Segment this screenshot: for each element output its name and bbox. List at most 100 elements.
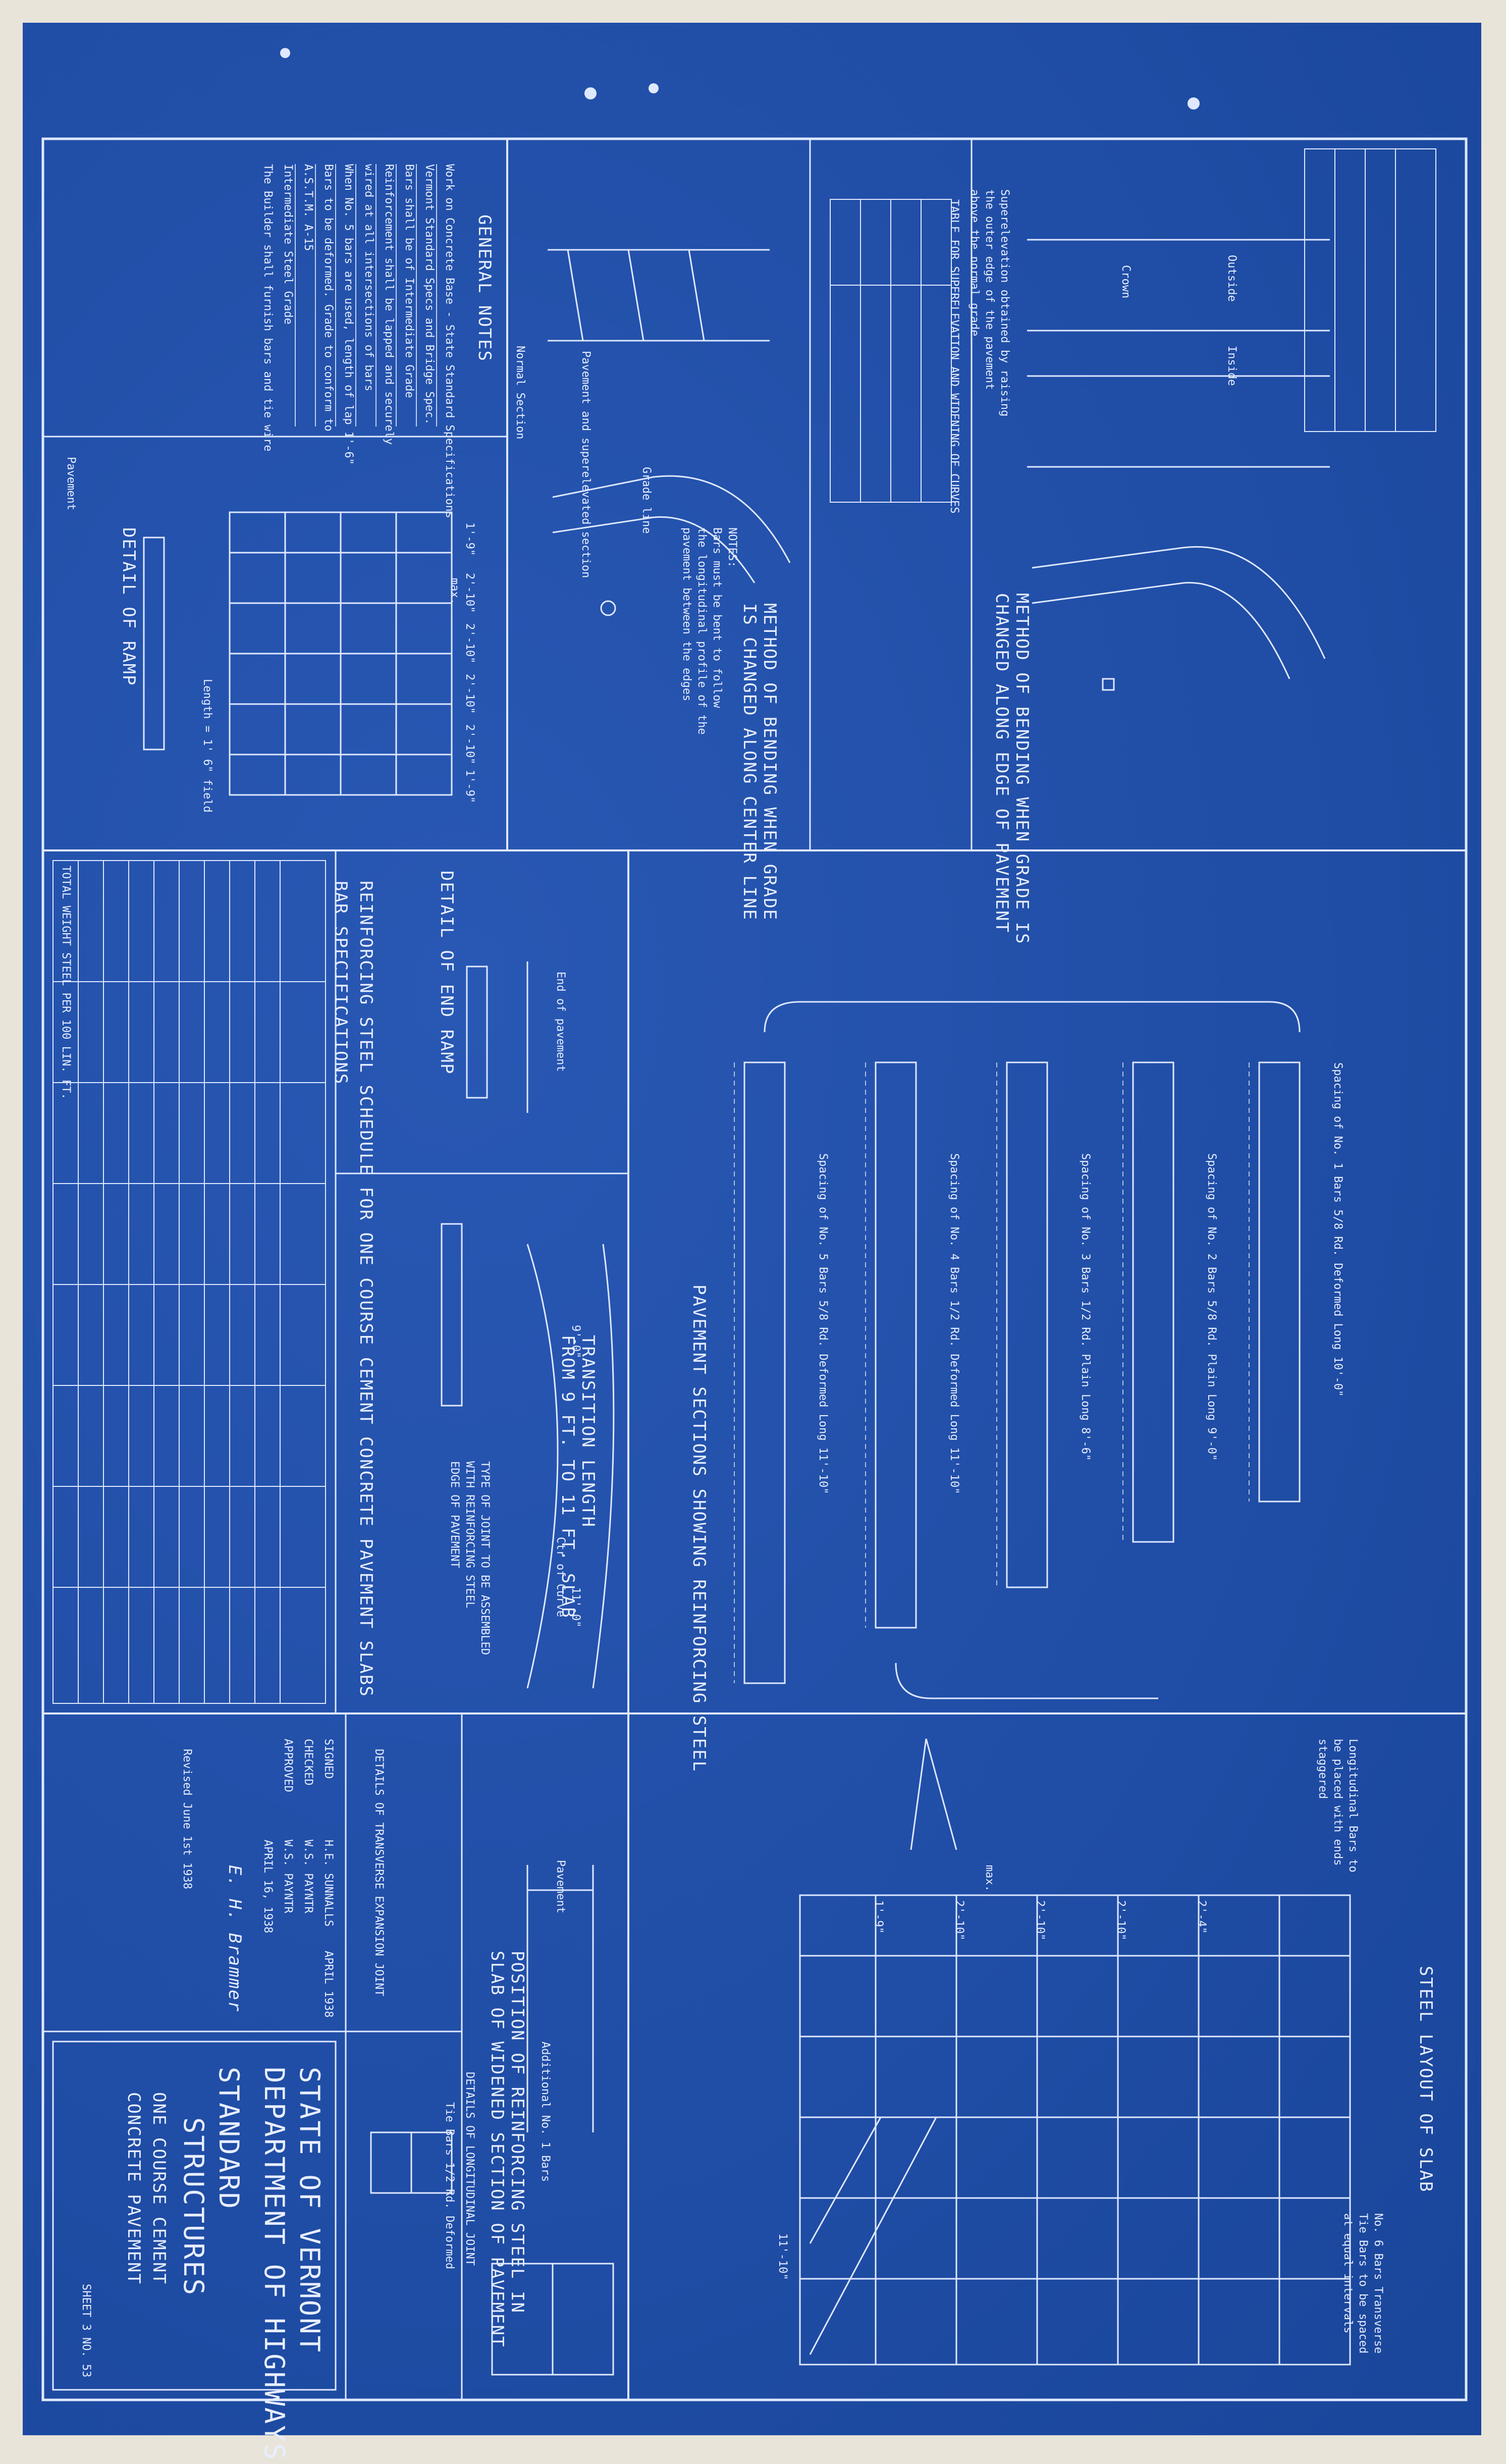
- joint-detail-heading: DETAILS OF TRANSVERSE EXPANSION JOINT: [372, 1749, 385, 1997]
- bar-position-heading: POSITION OF REINFORCING STEEL IN: [507, 1951, 527, 2314]
- layout-dim: 1'-9": [872, 1900, 885, 1934]
- ramp-pavement-label: Pavement: [65, 457, 77, 510]
- general-note-line: When No. 5 bars are used, length of lap …: [342, 164, 355, 465]
- joint-type-label-3: EDGE OF PAVEMENT: [448, 1461, 461, 1568]
- general-note-line: Reinforcement shall be lapped and secure…: [383, 164, 395, 445]
- method-center-note: NOTES:: [726, 527, 738, 568]
- bar-schedule-title: REINFORCING STEEL SCHEDULE FOR ONE COURS…: [356, 881, 376, 1697]
- bar-schedule-total-label: TOTAL WEIGHT STEEL PER 100 LIN. FT.: [60, 866, 72, 1100]
- layout-dim-total: 11'-10": [776, 2233, 789, 2280]
- title-subject-1: ONE COURSE CEMENT: [149, 2092, 169, 2285]
- general-note-line: Vermont Standard Specs and Bridge Spec.: [423, 164, 436, 425]
- section-spacing-label: Spacing of No. 3 Bars 1/2 Rd. Plain Long…: [1079, 1153, 1092, 1461]
- joint-type-label: TYPE OF JOINT TO BE ASSEMBLED: [478, 1461, 491, 1655]
- signed-label: SIGNED: [322, 1739, 335, 1779]
- method-center-heading: METHOD OF BENDING WHEN GRADE: [760, 603, 780, 921]
- joint-type-label-2: WITH REINFORCING STEEL: [463, 1461, 476, 1609]
- general-note-line: wired at all intersections of bars: [362, 164, 375, 392]
- section-spacing-label: Spacing of No. 1 Bars 5/8 Rd. Deformed L…: [1331, 1062, 1344, 1397]
- layout-dim: 2'-4": [1195, 1900, 1208, 1934]
- bar-position-pavement-label: Pavement: [554, 1860, 567, 1913]
- outside-label: Outside: [1225, 255, 1238, 302]
- end-ramp-note: End of pavement: [554, 972, 567, 1072]
- punch-hole: [584, 87, 597, 99]
- pavement-section-label: Pavement and superelevated section: [579, 351, 592, 578]
- general-note-line: Work on Concrete Base - State Standard S…: [443, 164, 456, 518]
- section-spacing-label: Spacing of No. 5 Bars 5/8 Rd. Deformed L…: [817, 1153, 829, 1494]
- steel-layout-heading: STEEL LAYOUT OF SLAB: [1416, 1966, 1436, 2193]
- punch-hole: [280, 48, 290, 58]
- crown-label: Crown: [1119, 265, 1132, 299]
- title-dept: DEPARTMENT OF HIGHWAYS: [258, 2067, 290, 2461]
- layout-note: be placed with ends: [1331, 1739, 1344, 1866]
- date-2: APRIL 16, 1938: [261, 1840, 274, 1934]
- method-center-note: pavement between the edges: [680, 527, 693, 702]
- layout-note: Longitudinal Bars to: [1347, 1739, 1359, 1872]
- method-edge-note: the outer edge of the pavement: [983, 189, 996, 390]
- ramp-dim: 2'-10": [463, 724, 476, 765]
- transition-dim-11: 11'-0": [569, 1587, 582, 1628]
- section-spacing-label: Spacing of No. 2 Bars 5/8 Rd. Plain Long…: [1205, 1153, 1218, 1461]
- punch-hole: [649, 83, 659, 93]
- drawing-linework: [41, 48, 1468, 2401]
- general-note-line: The Builder shall furnish bars and tie w…: [261, 164, 274, 452]
- general-note-line: Intermediate Steel Grade: [282, 164, 294, 325]
- date-1: APRIL 1938: [322, 1951, 335, 2018]
- approved-label: APPROVED: [282, 1739, 294, 1792]
- method-center-note: the longitudinal profile of the: [695, 527, 708, 735]
- punch-hole: [1188, 97, 1200, 110]
- ramp-dim: 2'-10": [463, 573, 476, 613]
- title-standard: STANDARD: [213, 2067, 245, 2211]
- ramp-dim: 1'-9": [463, 770, 476, 804]
- bar-position-heading-2: SLAB OF WIDENED SECTION OF PAVEMENT: [487, 1951, 507, 2348]
- layout-dim: 2'-10": [1034, 1900, 1046, 1941]
- layout-note: Tie Bars to be spaced: [1357, 2213, 1369, 2354]
- ramp-length-label: Length = 1' 6" field: [201, 679, 213, 813]
- superelevation-table-heading: TABLE FOR SUPERELEVATION AND WIDENING OF…: [948, 199, 960, 514]
- approved-by: W.S. PAYNTR: [282, 1840, 294, 1913]
- signed-by: H.E. SUNNALLS: [322, 1840, 335, 1927]
- section-spacing-label: Spacing of No. 4 Bars 1/2 Rd. Deformed L…: [948, 1153, 960, 1494]
- joint-detail-note: Tie Bars 1/2 Rd. Deformed: [443, 2102, 456, 2270]
- ramp-dim: 2'-10": [463, 674, 476, 714]
- end-ramp-heading: DETAIL OF END RAMP: [437, 871, 457, 1075]
- general-notes-heading: GENERAL NOTES: [474, 215, 495, 362]
- title-state: STATE OF VERMONT: [294, 2067, 326, 2354]
- title-sheet-number: SHEET 3 NO. 53: [80, 2284, 92, 2378]
- layout-note: at equal intervals: [1341, 2213, 1354, 2334]
- transition-dim-9: 9'-0": [569, 1325, 582, 1359]
- layout-note: No. 6 Bars Transverse: [1372, 2213, 1384, 2354]
- joint-detail-heading-2: DETAILS OF LONGITUDINAL JOINT: [463, 2072, 476, 2266]
- signature: E. H. Brammer: [225, 1865, 245, 2013]
- method-center-note: Bars must be bent to follow: [711, 527, 723, 708]
- layout-dim-max: max.: [983, 1865, 996, 1892]
- ramp-dim-max: max.: [448, 578, 461, 605]
- layout-dim: 2'-10": [953, 1900, 965, 1941]
- method-edge-heading-2: CHANGED ALONG EDGE OF PAVEMENT: [992, 593, 1012, 934]
- bar-position-additional-label: Additional No. 1 Bars: [539, 2042, 552, 2182]
- outer-border: [41, 137, 1468, 2401]
- method-edge-heading: METHOD OF BENDING WHEN GRADE IS: [1012, 593, 1032, 945]
- curve-center-label: Ctr of Curve: [554, 1537, 567, 1617]
- method-edge-note: Superelevation obtained by raising: [998, 189, 1011, 417]
- pavement-sections-heading: PAVEMENT SECTIONS SHOWING REINFORCING ST…: [689, 1284, 709, 1773]
- grade-line-label: Grade line: [640, 467, 653, 534]
- normal-section-label: Normal Section: [514, 346, 526, 440]
- title-subject-2: CONCRETE PAVEMENT: [124, 2092, 144, 2285]
- revised-note: Revised June 1st 1938: [181, 1749, 193, 1890]
- method-edge-note: above the normal grade: [968, 189, 981, 337]
- ramp-detail-heading: DETAIL OF RAMP: [119, 527, 139, 686]
- checked-by: W.S. PAYNTR: [302, 1840, 314, 1913]
- layout-note: staggered: [1316, 1739, 1329, 1799]
- general-note-line: A.S.T.M. A-15: [302, 164, 314, 251]
- layout-dim: 2'-10": [1114, 1900, 1127, 1941]
- transition-label: TRANSITION LENGTH: [578, 1335, 598, 1528]
- ramp-dim: 1'-9": [463, 522, 476, 556]
- general-note-line: Bars shall be of Intermediate Grade: [403, 164, 415, 398]
- bar-specs-heading: BAR SPECIFICATIONS: [331, 881, 351, 1085]
- general-note-line: Bars to be deformed. Grade to conform to: [322, 164, 335, 432]
- method-center-heading-2: IS CHANGED ALONG CENTER LINE: [739, 603, 760, 921]
- checked-label: CHECKED: [302, 1739, 314, 1786]
- inside-label: Inside: [1225, 346, 1238, 386]
- blueprint-sheet: GENERAL NOTES Work on Concrete Base - St…: [23, 23, 1481, 2461]
